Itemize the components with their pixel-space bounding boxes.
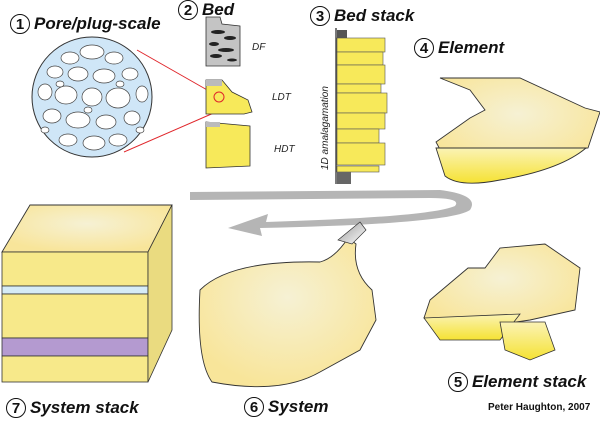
label-pore-scale: 1 Pore/plug-scale bbox=[10, 14, 161, 34]
bed-stack-column bbox=[335, 28, 388, 184]
title-element: Element bbox=[438, 38, 505, 57]
bed-hdt bbox=[205, 121, 251, 169]
title-system: System bbox=[268, 397, 329, 416]
title-system-stack: System stack bbox=[30, 398, 139, 417]
zoom-line-top bbox=[136, 49, 217, 96]
title-element-stack: Element stack bbox=[472, 372, 587, 391]
title-bed: Bed bbox=[202, 0, 235, 19]
credit-text: Peter Haughton, 2007 bbox=[488, 402, 591, 413]
number-badge-3: 3 bbox=[310, 6, 330, 26]
label-bed-stack: 3 Bed stack bbox=[310, 6, 414, 26]
number-badge-7: 7 bbox=[6, 398, 26, 418]
zoom-line-bottom bbox=[123, 111, 217, 153]
element-lobe bbox=[435, 77, 600, 184]
system-fan bbox=[198, 221, 377, 388]
label-system-stack: 7 System stack bbox=[6, 398, 139, 418]
bed-ldt bbox=[205, 79, 253, 115]
bed-type-hdt: HDT bbox=[274, 144, 295, 155]
bed-stack-annotation: 1D amalagamation bbox=[320, 86, 331, 170]
number-badge-1: 1 bbox=[10, 14, 30, 34]
label-element-stack: 5 Element stack bbox=[448, 372, 586, 392]
label-element: 4 Element bbox=[414, 38, 504, 58]
bed-df bbox=[205, 16, 241, 67]
label-bed: 2 Bed bbox=[178, 0, 234, 20]
element-stack bbox=[423, 243, 581, 361]
bed-type-df: DF bbox=[252, 42, 266, 53]
number-badge-4: 4 bbox=[414, 38, 434, 58]
title-bed-stack: Bed stack bbox=[334, 6, 415, 25]
label-system: 6 System bbox=[244, 397, 328, 417]
workflow-arrow bbox=[190, 190, 472, 236]
system-stack-block bbox=[1, 204, 173, 383]
number-badge-6: 6 bbox=[244, 397, 264, 417]
number-badge-5: 5 bbox=[448, 372, 468, 392]
pore-scale-circle bbox=[31, 36, 153, 158]
title-pore-scale: Pore/plug-scale bbox=[34, 14, 161, 33]
number-badge-2: 2 bbox=[178, 0, 198, 20]
bed-type-ldt: LDT bbox=[272, 92, 291, 103]
